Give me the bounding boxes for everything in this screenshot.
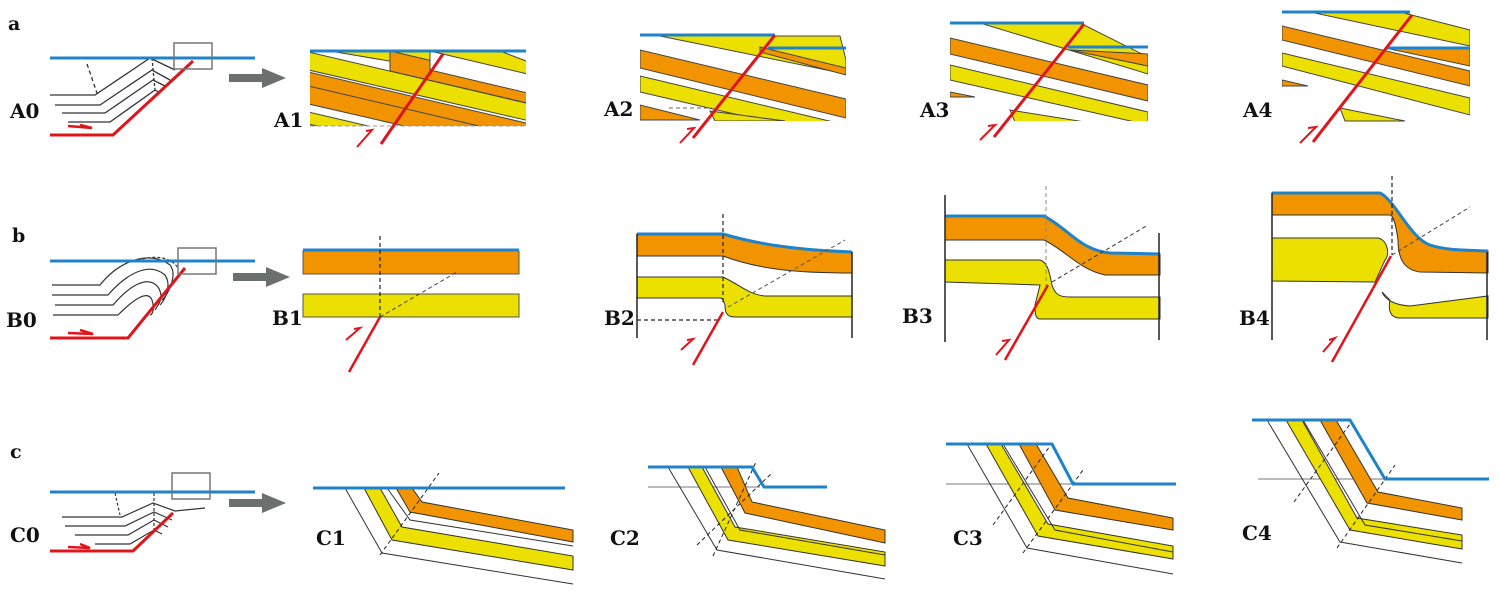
ground-surface: [648, 465, 827, 489]
panel-B1: B1: [272, 236, 520, 373]
slip-arrow-icon: [67, 328, 94, 336]
panel-label-B3: B3: [902, 304, 933, 328]
bed-line: [1302, 419, 1463, 542]
fault-line: [1003, 284, 1050, 361]
panel-A0: A0: [9, 42, 286, 137]
panel-B3: B3: [902, 186, 1161, 361]
panel-A1: A1: [273, 49, 526, 148]
panel-label-A4: A4: [1242, 98, 1273, 122]
panel-A2: A2: [603, 33, 846, 144]
fault-line: [347, 316, 382, 373]
slip-arrow-icon: [67, 542, 91, 550]
fault-line: [691, 34, 777, 139]
fault-line: [691, 311, 725, 366]
strata: [1282, 12, 1470, 122]
panel-C1: C1: [313, 472, 574, 585]
fault-line: [379, 53, 445, 145]
panel-label-A2: A2: [603, 97, 633, 121]
slip-arrow-icon: [979, 123, 998, 141]
row-label-c: c: [10, 441, 22, 463]
panel-label-C4: C4: [1242, 521, 1272, 545]
panel-label-C1: C1: [316, 526, 346, 550]
panel-label-A0: A0: [9, 99, 39, 123]
panel-label-B1: B1: [272, 306, 303, 330]
strata: [310, 50, 526, 126]
panel-C2: C2: [610, 461, 886, 580]
panel-B2: B2: [604, 214, 853, 366]
yellow-layer: [302, 293, 520, 318]
bed-line: [704, 466, 886, 556]
slip-arrow-icon: [356, 128, 375, 148]
panel-label-C3: C3: [953, 526, 983, 550]
axial-plane-line: [1293, 423, 1351, 503]
arrow-right-icon: [229, 68, 286, 88]
fault-line: [1330, 255, 1393, 363]
yellow-layer-footwall: [1271, 237, 1389, 283]
panel-A3: A3: [919, 21, 1148, 141]
panel-C0: C0: [10, 472, 286, 553]
arrow-right-icon: [229, 493, 286, 513]
bed-line: [1002, 443, 1174, 553]
zoom-box: [173, 42, 213, 70]
fault-line: [1311, 14, 1414, 143]
orange-layer: [302, 250, 520, 275]
zoom-box: [171, 472, 211, 500]
slip-arrow-icon: [1322, 335, 1339, 353]
fold-layers: [50, 57, 176, 123]
fold-layers: [62, 492, 206, 545]
panel-C4: C4: [1242, 418, 1489, 564]
bed-line: [966, 443, 1174, 575]
ground-surface: [1252, 418, 1489, 481]
fault-line: [50, 267, 187, 340]
ground-surface: [637, 232, 853, 254]
panel-label-B4: B4: [1239, 306, 1270, 330]
ground-surface: [946, 442, 1176, 486]
fault-line: [992, 23, 1086, 138]
strata: [950, 22, 1148, 121]
slip-arrow-icon: [680, 337, 697, 351]
arrow-right-icon: [233, 267, 290, 287]
fault-tip-line: [1051, 224, 1149, 283]
panel-label-B0: B0: [6, 308, 37, 332]
yellow-layer: [944, 259, 1161, 320]
slip-arrow-icon: [67, 123, 93, 130]
ground-surface: [1272, 191, 1489, 253]
row-a: a A0 A1: [8, 10, 1470, 148]
slip-arrow-icon: [345, 326, 364, 341]
panel-C3: C3: [946, 442, 1176, 575]
fault-tip-line: [1391, 206, 1471, 256]
yellow-layer-hangingwall: [1381, 291, 1489, 319]
ground-surface: [945, 214, 1161, 256]
panel-label-C2: C2: [610, 526, 640, 550]
yellow-layer: [636, 276, 853, 318]
panel-label-B2: B2: [604, 306, 635, 330]
fault-tip-line: [727, 239, 846, 308]
row-b: b B0 B1: [6, 176, 1489, 373]
fault-line: [50, 59, 195, 137]
zoom-box: [177, 247, 217, 275]
fold-layers: [52, 256, 179, 316]
fault-line: [50, 511, 175, 553]
axial-plane-line: [696, 471, 774, 546]
row-label-b: b: [12, 225, 25, 247]
panel-label-C0: C0: [10, 523, 40, 547]
strata: [640, 35, 846, 121]
slip-arrow-icon: [679, 126, 697, 144]
bed-line: [386, 487, 574, 547]
row-c: c C0 C1: [10, 418, 1489, 585]
bed-line: [667, 466, 886, 580]
bed-line: [1266, 419, 1463, 564]
panel-B4: B4: [1239, 176, 1489, 363]
panel-label-A3: A3: [919, 98, 949, 122]
fault-tip-line: [379, 271, 458, 318]
slip-arrow-icon: [995, 338, 1012, 356]
axial-plane-line: [992, 445, 1051, 526]
panel-A4: A4: [1242, 10, 1470, 144]
panel-label-A1: A1: [273, 108, 303, 132]
slip-arrow-icon: [1299, 125, 1319, 144]
row-label-a: a: [8, 13, 20, 35]
panel-B0: B0: [6, 247, 290, 340]
